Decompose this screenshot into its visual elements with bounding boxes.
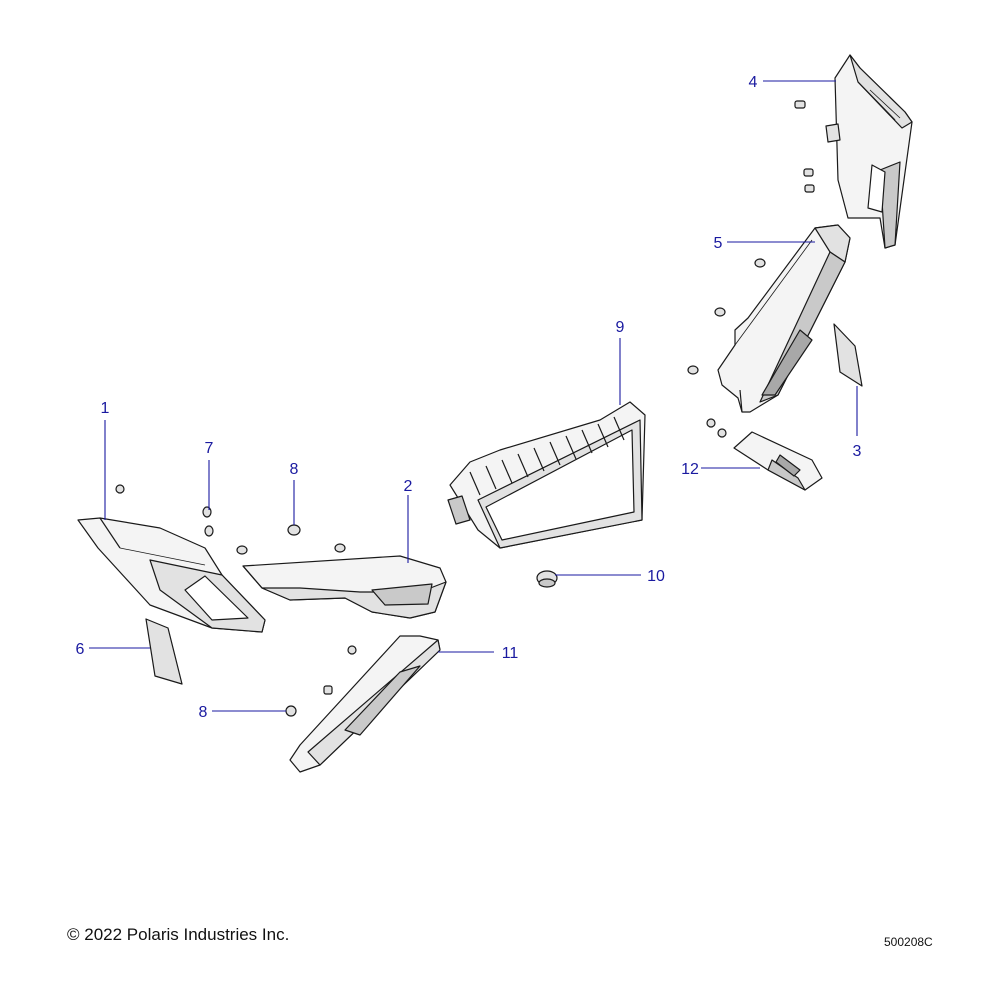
callout-11: 11 <box>502 645 519 662</box>
callout-1: 1 <box>101 400 110 417</box>
callout-12: 12 <box>681 461 699 478</box>
part-4-screws <box>794 100 815 193</box>
part-8-clip-lower <box>285 705 297 717</box>
part-7-screws <box>202 506 214 537</box>
callout-5: 5 <box>714 235 723 252</box>
leader-lines <box>89 80 858 712</box>
part-10-grommet <box>536 570 558 588</box>
callout-3: 3 <box>853 443 862 460</box>
callout-8-upper: 8 <box>290 461 299 478</box>
copyright-notice: © 2022 Polaris Industries Inc. <box>67 925 290 944</box>
part-8-clips-upper <box>236 524 346 555</box>
callout-4: 4 <box>749 74 758 91</box>
callout-10: 10 <box>647 568 665 585</box>
callout-6: 6 <box>76 641 85 658</box>
part-11-lamp <box>289 635 441 773</box>
drawing-number: 500208C <box>884 935 933 949</box>
callout-7: 7 <box>205 440 214 457</box>
callout-labels: 1 2 3 4 5 6 7 8 8 9 10 11 12 <box>76 74 862 721</box>
part-5-clips <box>687 258 766 438</box>
part-1-clip <box>115 484 125 494</box>
part-9-housing <box>447 401 646 549</box>
part-2-lamp <box>242 555 447 619</box>
callout-2: 2 <box>404 478 413 495</box>
callout-9: 9 <box>616 319 625 336</box>
part-6-reflector <box>145 618 183 685</box>
callout-8-lower: 8 <box>199 704 208 721</box>
part-3-reflector <box>833 323 863 387</box>
part-1-housing <box>77 517 266 633</box>
part-12-lamp <box>733 431 823 491</box>
part-4-housing <box>825 54 913 249</box>
part-5-lamp <box>717 224 851 413</box>
